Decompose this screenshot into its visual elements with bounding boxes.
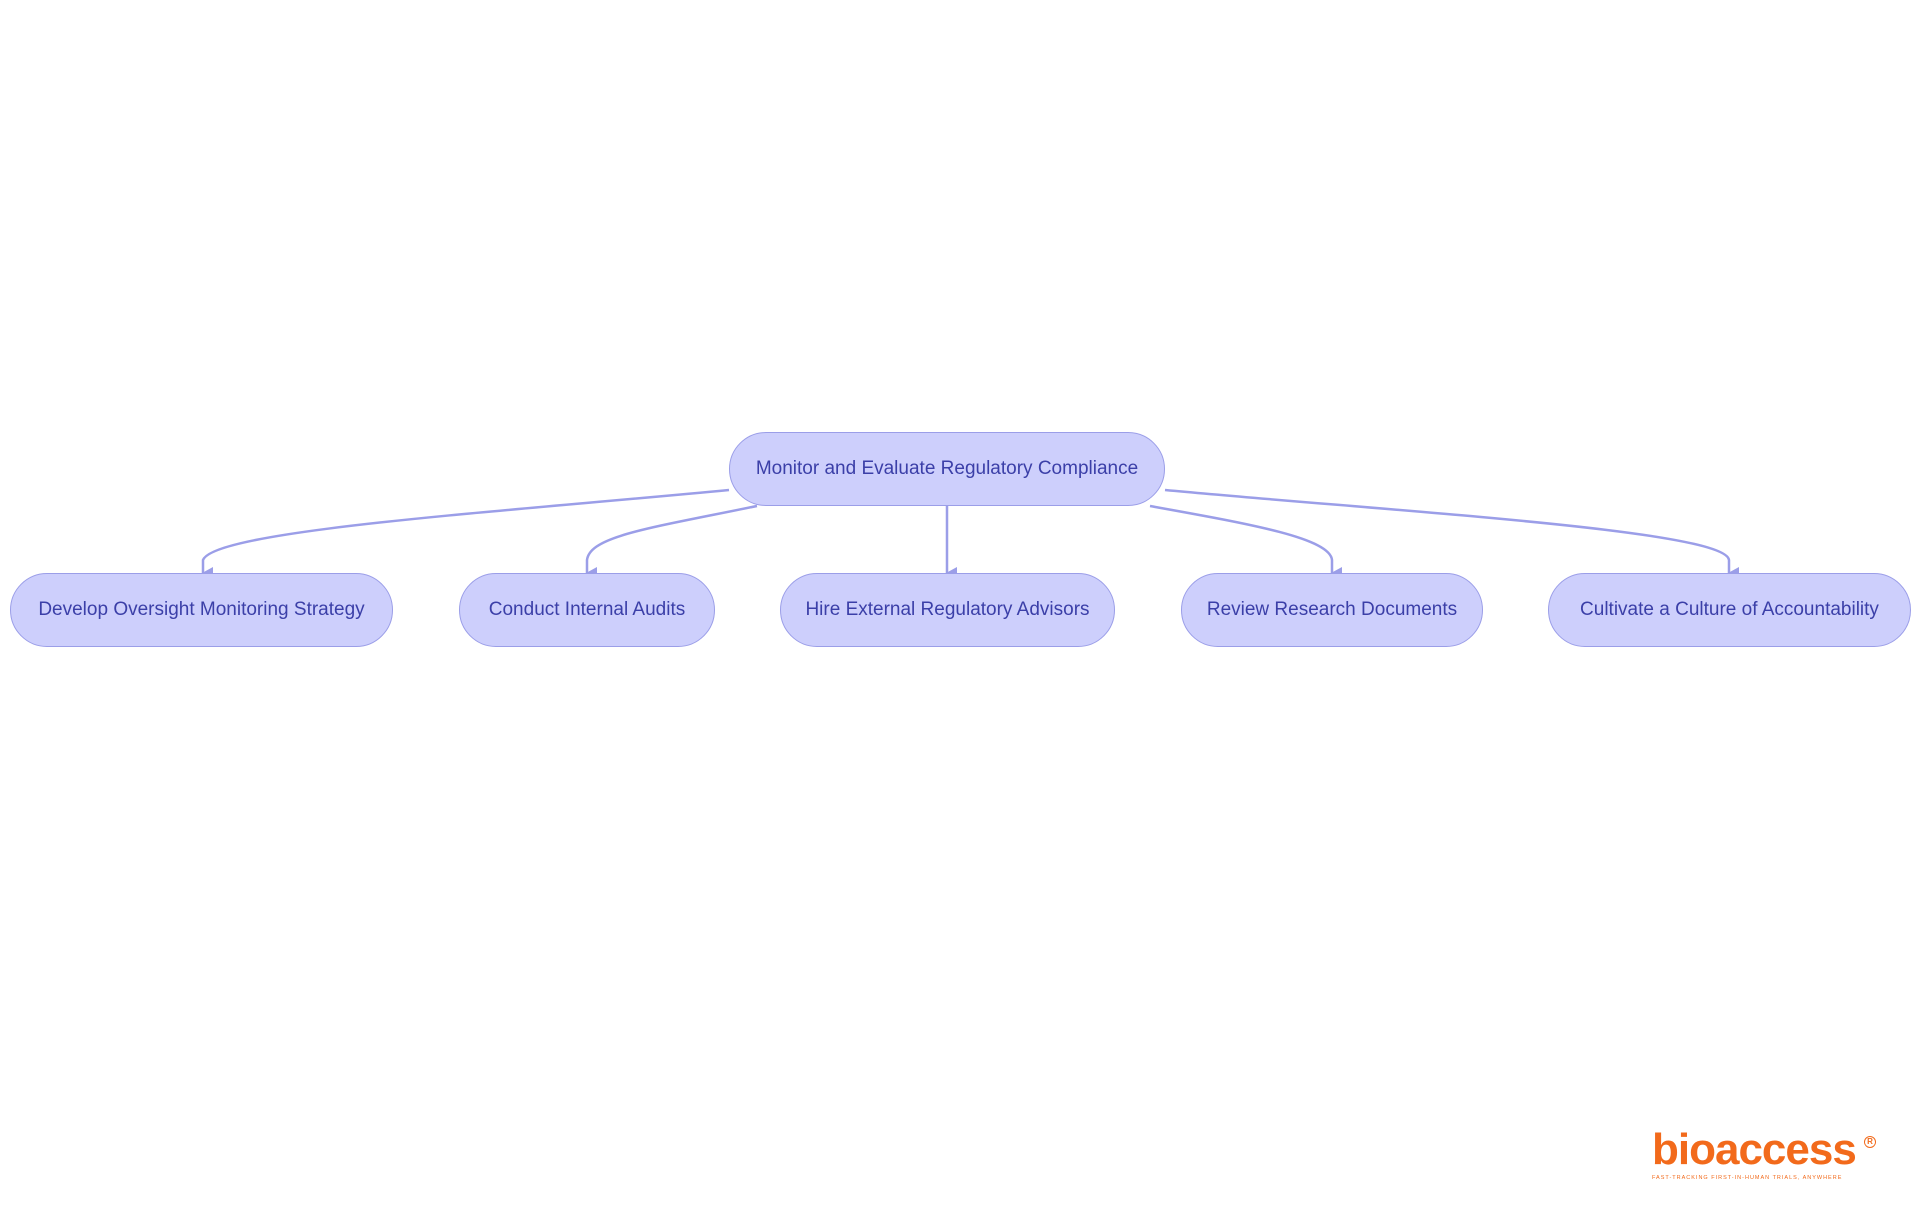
child-node-conduct-audits[interactable]: Conduct Internal Audits bbox=[459, 573, 715, 647]
bioaccess-logo: bioaccess R FAST-TRACKING FIRST-IN-HUMAN… bbox=[1652, 1125, 1876, 1181]
root-node[interactable]: Monitor and Evaluate Regulatory Complian… bbox=[729, 432, 1165, 506]
child-node-label: Review Research Documents bbox=[1206, 599, 1458, 620]
child-node-label: Hire External Regulatory Advisors bbox=[805, 599, 1090, 620]
edge-to-cultivate-culture bbox=[1164, 488, 1739, 579]
logo-wordmark: bioaccess bbox=[1652, 1125, 1857, 1174]
edge-to-review-documents bbox=[1149, 504, 1342, 579]
edge-to-conduct-audits bbox=[585, 504, 758, 579]
child-node-review-documents[interactable]: Review Research Documents bbox=[1181, 573, 1483, 647]
child-node-develop-oversight[interactable]: Develop Oversight Monitoring Strategy bbox=[10, 573, 393, 647]
root-node-label: Monitor and Evaluate Regulatory Complian… bbox=[755, 458, 1139, 479]
child-node-cultivate-culture[interactable]: Cultivate a Culture of Accountability bbox=[1548, 573, 1911, 647]
registered-mark-icon: R bbox=[1864, 1136, 1876, 1148]
child-node-hire-advisors[interactable]: Hire External Regulatory Advisors bbox=[780, 573, 1115, 647]
child-node-label: Conduct Internal Audits bbox=[488, 599, 686, 620]
child-node-label: Develop Oversight Monitoring Strategy bbox=[38, 599, 365, 620]
logo-tagline: FAST-TRACKING FIRST-IN-HUMAN TRIALS, ANY… bbox=[1652, 1175, 1843, 1181]
child-node-label: Cultivate a Culture of Accountability bbox=[1580, 599, 1879, 620]
edge-to-develop-oversight bbox=[201, 488, 730, 579]
